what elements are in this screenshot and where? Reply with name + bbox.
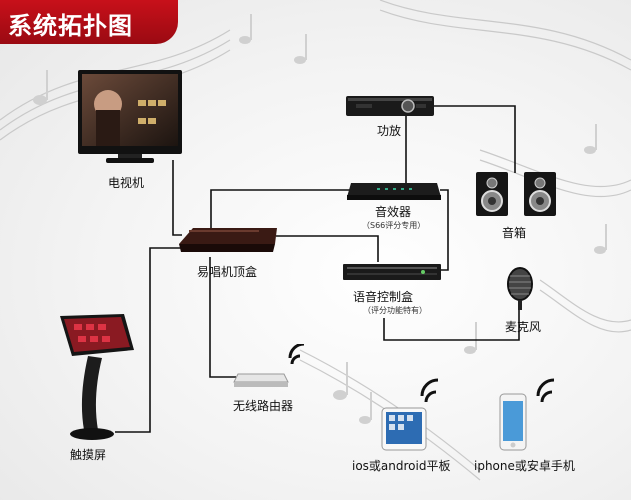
effector-device — [347, 181, 441, 205]
speakers-label: 音箱 — [502, 226, 527, 240]
voice-box-label: 语音控制盒 — [353, 290, 414, 304]
settop-device — [179, 226, 277, 260]
router-label: 无线路由器 — [233, 399, 294, 413]
tv-device — [78, 70, 182, 170]
phone-icon — [499, 378, 555, 451]
amplifier-icon — [346, 96, 434, 116]
voice-box-note: （评分功能特有） — [363, 306, 427, 315]
voice-box-icon — [343, 264, 441, 280]
tv-label: 电视机 — [108, 176, 145, 190]
router-device — [232, 342, 312, 394]
tablet-icon — [381, 378, 439, 451]
phone-label: iphone或安卓手机 — [474, 459, 575, 473]
router-icon — [233, 342, 305, 387]
effector-icon — [347, 183, 441, 200]
microphone-icon — [507, 267, 533, 310]
touchscreen-device — [58, 312, 136, 446]
effector-label: 音效器 — [375, 205, 412, 219]
settop-label: 易唱机顶盒 — [197, 265, 258, 279]
speaker-icon — [476, 172, 556, 216]
tablet-device — [378, 378, 448, 456]
effector-note: （S66评分专用） — [362, 221, 426, 230]
speakers-device — [476, 172, 560, 222]
amplifier-device — [346, 94, 434, 122]
phone-device — [496, 378, 566, 458]
microphone-label: 麦克风 — [505, 320, 542, 334]
microphone-device — [503, 266, 537, 316]
touchscreen-label: 触摸屏 — [70, 448, 107, 462]
tablet-label: ios或android平板 — [352, 459, 451, 473]
settop-box-icon — [179, 228, 277, 252]
amplifier-label: 功放 — [377, 124, 402, 138]
title-banner: 系统拓扑图 — [0, 0, 178, 44]
page-title: 系统拓扑图 — [8, 12, 133, 40]
touchscreen-icon — [60, 314, 134, 440]
tv-icon — [78, 70, 182, 163]
voice-box-device — [343, 262, 441, 286]
